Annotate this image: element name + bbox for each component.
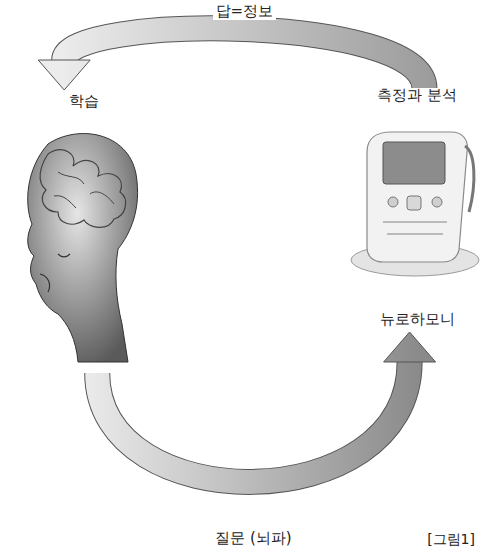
arrow-outline: [97, 362, 409, 482]
curved-arrow: [38, 28, 424, 90]
brain-illustration: [18, 124, 142, 368]
device-node: 측정과 분석뉴로하모니: [343, 86, 489, 328]
arrow-outline: [64, 28, 424, 88]
head-node: 학습: [18, 92, 150, 367]
node-name: 뉴로하모니: [343, 310, 489, 328]
arrow-head: [38, 60, 90, 90]
arrow-band: [97, 362, 409, 482]
curved-arrow: [97, 332, 435, 482]
device-illustration: [343, 122, 483, 286]
node-heading: 학습: [18, 92, 150, 110]
node-heading: 측정과 분석: [343, 86, 489, 104]
arrow-band: [64, 28, 424, 88]
edge-label: 답=정보: [213, 2, 277, 20]
arrow-head: [384, 332, 436, 362]
figure-caption: [그림1]: [427, 531, 475, 549]
edge-label: 질문 (뇌파): [212, 529, 294, 547]
